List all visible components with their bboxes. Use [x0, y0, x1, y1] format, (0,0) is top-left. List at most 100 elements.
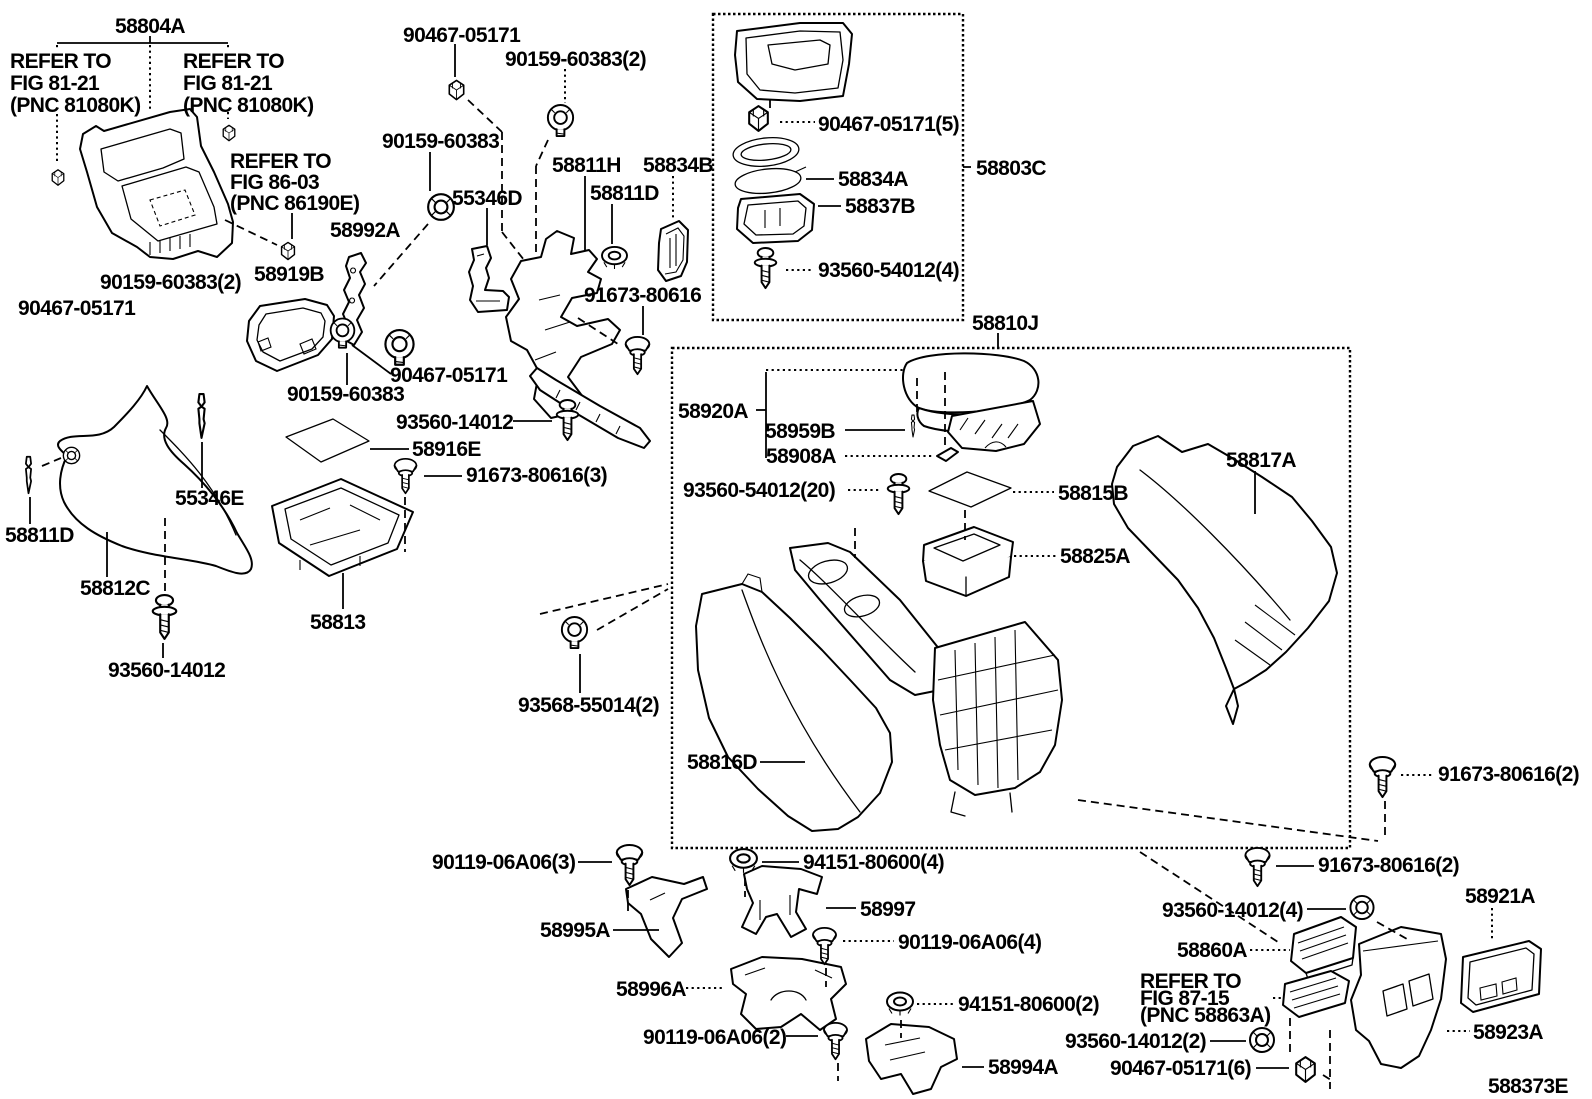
part-number-label-58812C[interactable]: 58812C [80, 577, 151, 600]
part-number-label-58997[interactable]: 58997 [860, 898, 916, 921]
part-drawing-58834A-gasket [732, 137, 807, 195]
part-number-label-90159-60383-mid[interactable]: 90159-60383 [287, 383, 405, 406]
part-number-label-90119-06A06(3)[interactable]: 90119-06A06(3) [432, 851, 576, 874]
part-number-label-91673-80616(2)-a[interactable]: 91673-80616(2) [1438, 763, 1580, 786]
part-drawing-58908A [936, 447, 959, 462]
part-number-label-58817A[interactable]: 58817A [1226, 449, 1297, 472]
part-number-label-58959B[interactable]: 58959B [765, 420, 836, 443]
part-drawing-58813 [271, 478, 414, 577]
part-number-label-90159-60383(2)-top[interactable]: 90159-60383(2) [505, 48, 647, 71]
part-number-label-58811H[interactable]: 58811H [552, 154, 621, 177]
clip-icon [1295, 1056, 1316, 1083]
grommet-icon [62, 446, 81, 465]
part-drawing-58860A [1290, 916, 1357, 980]
clip-icon [222, 124, 236, 142]
part-number-label-58916E[interactable]: 58916E [412, 438, 482, 461]
part-number-label-58803C[interactable]: 58803C [976, 157, 1047, 180]
part-number-label-58834B[interactable]: 58834B [643, 154, 714, 177]
part-number-label-93560-54012(20)[interactable]: 93560-54012(20) [683, 479, 836, 502]
hex-bolt-icon [811, 927, 838, 966]
part-number-label-94151-80600(2)[interactable]: 94151-80600(2) [958, 993, 1100, 1016]
part-drawing-58920A [902, 352, 1041, 452]
part-number-label-58996A[interactable]: 58996A [616, 978, 687, 1001]
note-label-refer1-line3: (PNC 81080K) [10, 94, 141, 117]
group-box-58810J [670, 346, 1352, 850]
part-number-label-93560-14012-left[interactable]: 93560-14012 [108, 659, 226, 682]
washer-screw-icon [384, 329, 415, 366]
part-number-label-58995A[interactable]: 58995A [540, 919, 611, 942]
hex-bolt-icon [822, 1022, 849, 1061]
part-number-label-55346E[interactable]: 55346E [175, 487, 245, 510]
part-number-label-58816D[interactable]: 58816D [687, 751, 758, 774]
part-number-label-58815B[interactable]: 58815B [1058, 482, 1129, 505]
part-drawing-58997 [741, 865, 823, 938]
leader-line [224, 219, 278, 246]
part-number-label-91673-80616-top[interactable]: 91673-80616 [584, 284, 702, 307]
part-number-label-58811D-top[interactable]: 58811D [590, 182, 660, 205]
part-number-label-91673-80616(2)-b[interactable]: 91673-80616(2) [1318, 854, 1460, 877]
group-box-58803C [711, 12, 965, 322]
screw-icon [151, 594, 178, 641]
part-number-label-90159-60383-b[interactable]: 90159-60383 [382, 130, 500, 153]
part-number-label-58810J[interactable]: 58810J [972, 312, 1039, 335]
part-number-label-58834A[interactable]: 58834A [838, 168, 909, 191]
leader-line [501, 231, 525, 261]
part-number-label-93560-14012-mid[interactable]: 93560-14012 [396, 411, 514, 434]
part-number-label-90467-05171-top[interactable]: 90467-05171 [403, 24, 522, 47]
grommet-icon [1349, 894, 1375, 921]
leader-line [535, 139, 549, 167]
part-drawing-58994A [865, 1023, 958, 1095]
part-number-label-90467-05171(5)[interactable]: 90467-05171(5) [818, 113, 960, 136]
part-number-label-58825A[interactable]: 58825A [1060, 545, 1131, 568]
leader-line [1376, 921, 1408, 940]
part-number-label-58923A[interactable]: 58923A [1473, 1021, 1544, 1044]
part-number-label-58921A[interactable]: 58921A [1465, 885, 1536, 908]
part-number-label-90159-60383(2)-left[interactable]: 90159-60383(2) [100, 271, 242, 294]
leader-lines-layer [29, 36, 1493, 1089]
part-number-label-58811D-left[interactable]: 58811D [5, 524, 75, 547]
pin-icon [197, 393, 206, 439]
part-number-label-93560-54012(4)[interactable]: 93560-54012(4) [818, 259, 960, 282]
leader-line [1322, 1074, 1335, 1083]
part-number-label-55346D[interactable]: 55346D [452, 187, 523, 210]
leader-line [539, 583, 669, 615]
screw-icon [886, 473, 911, 516]
part-drawing-58923A [1350, 926, 1447, 1069]
leader-line [577, 317, 622, 347]
part-drawings [57, 22, 1542, 1095]
leader-line [1077, 799, 1379, 842]
part-number-label-58919B[interactable]: 58919B [254, 263, 325, 286]
hex-bolt-icon [393, 458, 418, 495]
part-drawing-58804A [79, 108, 234, 260]
part-number-label-90467-05171-left[interactable]: 90467-05171 [18, 297, 137, 320]
part-number-label-58908A[interactable]: 58908A [766, 445, 837, 468]
hex-bolt-icon [1368, 756, 1397, 799]
screw-icon [753, 247, 778, 290]
leader-line [1139, 851, 1279, 943]
part-number-label-91673-80616(3)[interactable]: 91673-80616(3) [466, 464, 608, 487]
washer-screw-icon [546, 104, 575, 138]
part-number-label-58860A[interactable]: 58860A [1177, 939, 1248, 962]
grommet-icon [427, 193, 455, 221]
part-number-label-90119-06A06(4)[interactable]: 90119-06A06(4) [898, 931, 1042, 954]
part-number-label-93560-14012(2)[interactable]: 93560-14012(2) [1065, 1030, 1207, 1053]
part-number-label-58920A[interactable]: 58920A [678, 400, 749, 423]
part-drawing-58803C-tray [734, 22, 853, 102]
part-number-label-90467-05171-mid[interactable]: 90467-05171 [390, 364, 509, 387]
part-number-label-58837B[interactable]: 58837B [845, 195, 916, 218]
part-number-label-58804A[interactable]: 58804A [115, 15, 186, 38]
clip-icon [280, 241, 296, 261]
part-number-label-90467-05171(6)[interactable]: 90467-05171(6) [1110, 1057, 1252, 1080]
part-number-label-58992A[interactable]: 58992A [330, 219, 401, 242]
part-number-label-93568-55014(2)[interactable]: 93568-55014(2) [518, 694, 660, 717]
part-number-label-94151-80600(4)[interactable]: 94151-80600(4) [803, 851, 945, 874]
part-number-label-90119-06A06(2)[interactable]: 90119-06A06(2) [643, 1026, 787, 1049]
part-number-label-58994A[interactable]: 58994A [988, 1056, 1059, 1079]
part-drawing-58811H [505, 230, 651, 449]
note-label-refer1-line1: REFER TO [10, 50, 111, 73]
part-number-label-58813[interactable]: 58813 [310, 611, 366, 634]
part-number-label-93560-14012(4)[interactable]: 93560-14012(4) [1162, 899, 1304, 922]
part-drawing-58817A [1111, 435, 1338, 725]
